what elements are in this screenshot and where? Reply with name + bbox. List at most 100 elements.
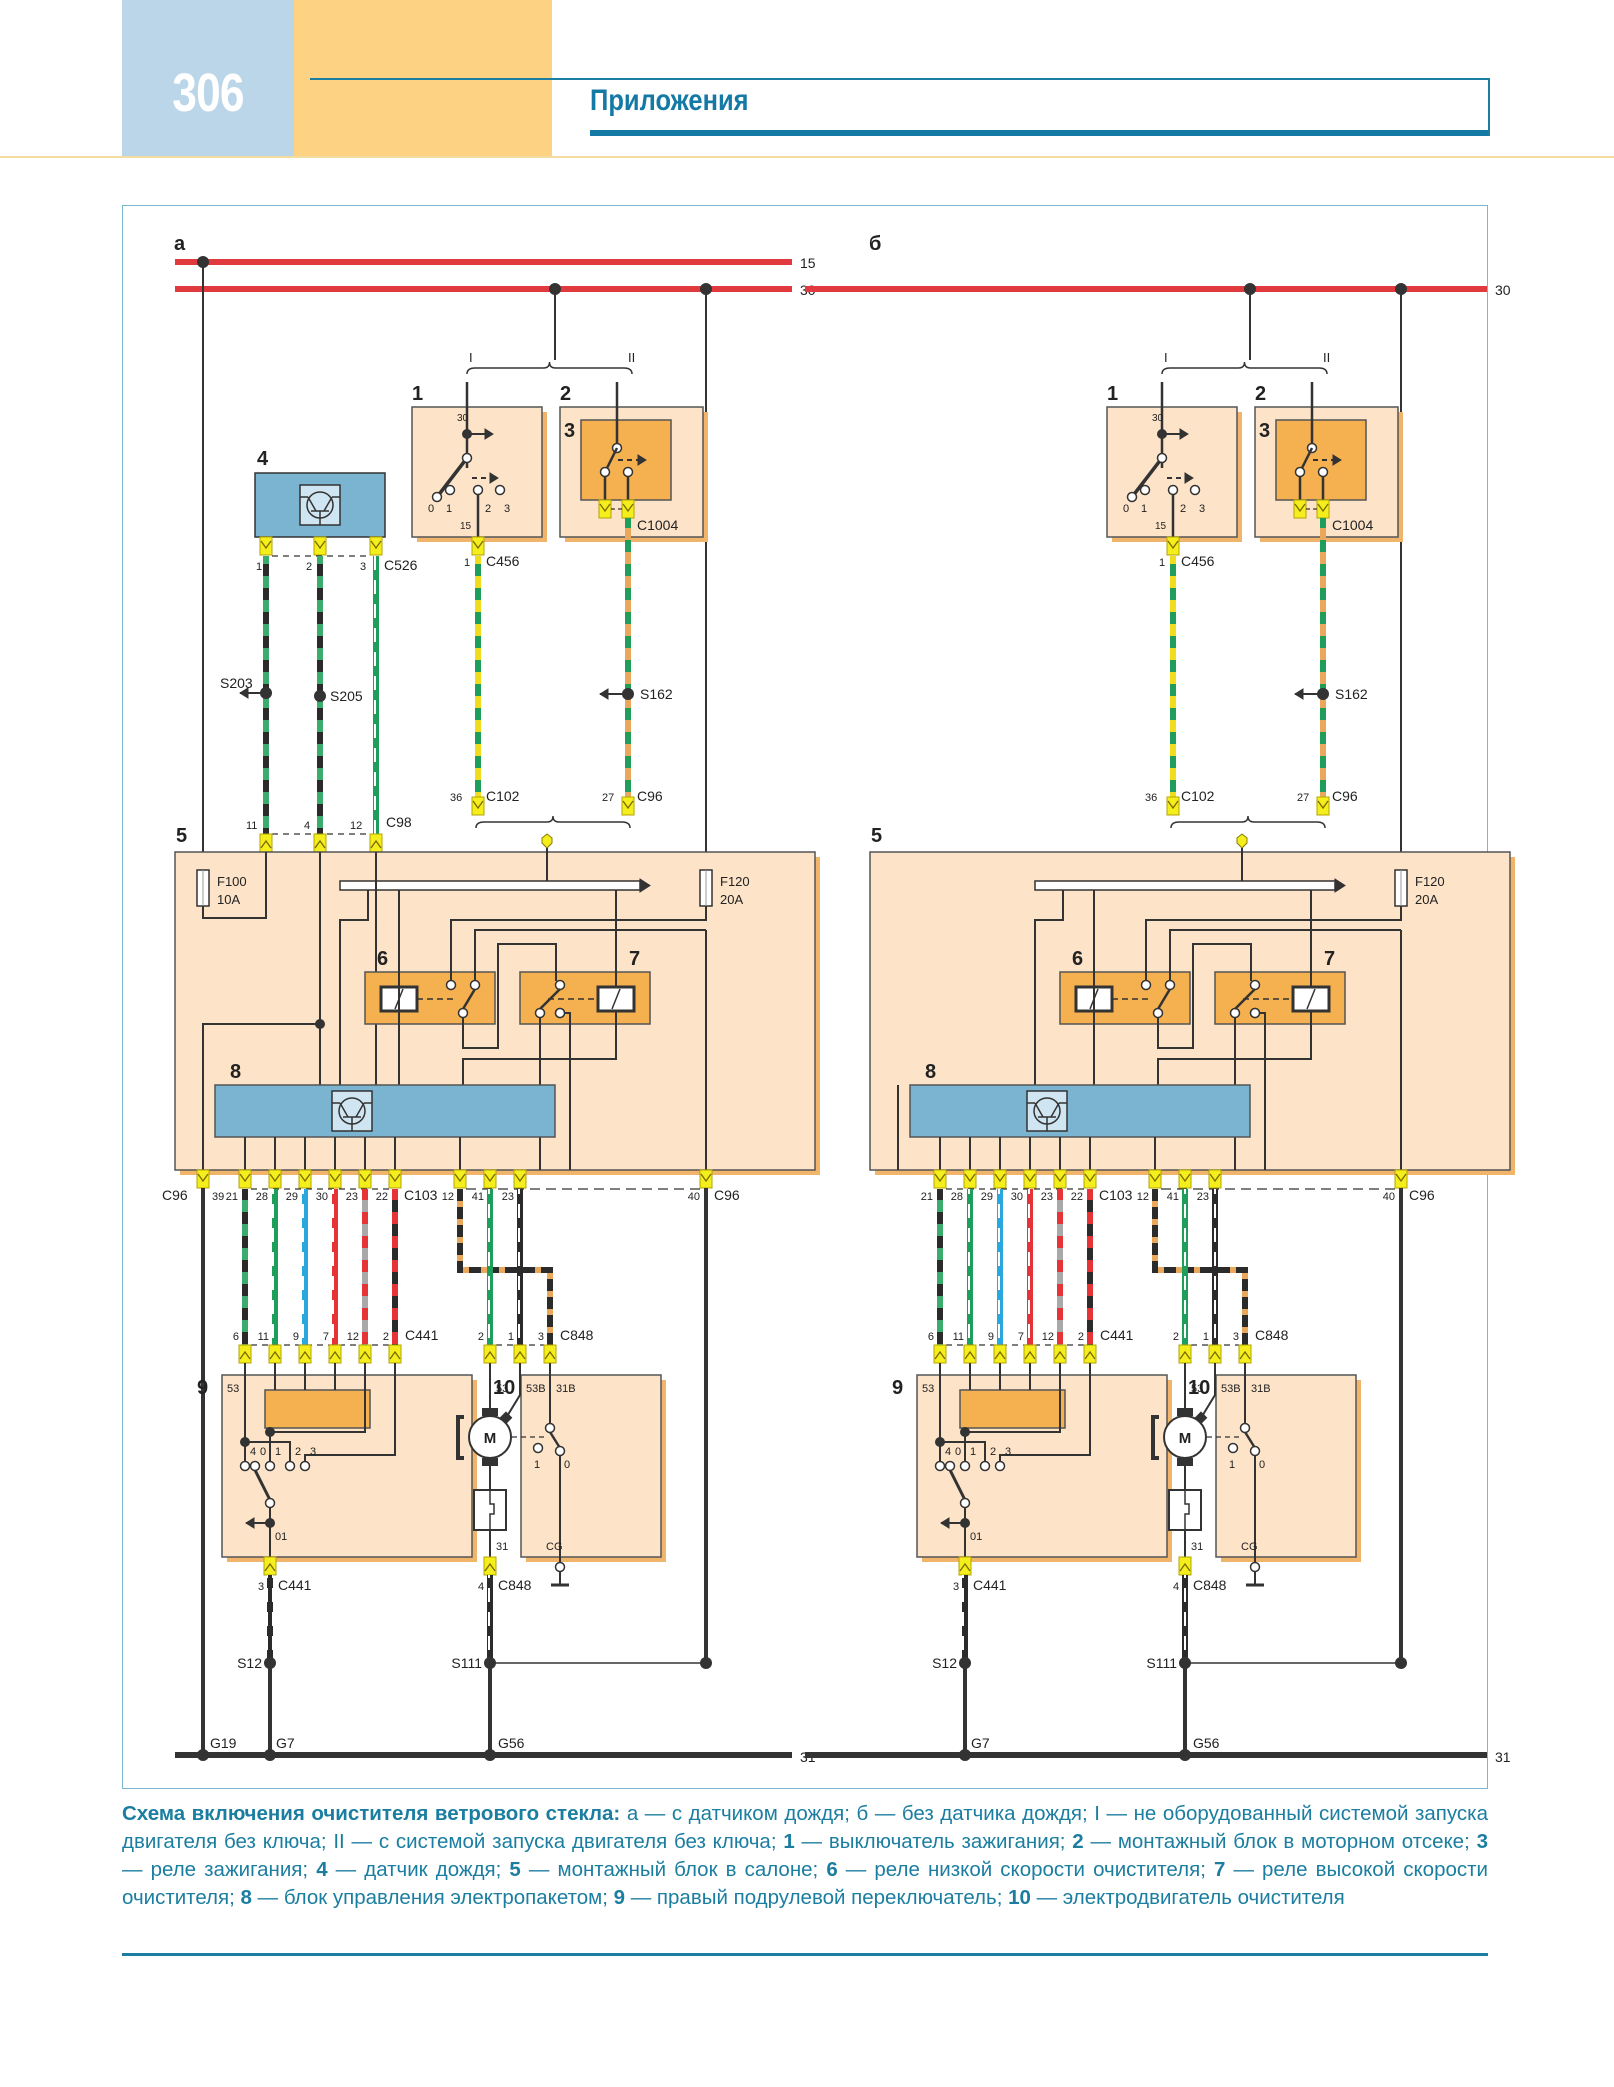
contact <box>1227 1442 1239 1454</box>
connector-c96-pin <box>513 1169 527 1189</box>
pin-label: 01 <box>275 1531 287 1543</box>
pin-label: 6 <box>928 1331 934 1343</box>
connector-label: C103 <box>1099 1187 1133 1203</box>
connector-body <box>1083 1169 1097 1189</box>
wire <box>1234 988 1256 1010</box>
pin-label: 39 <box>212 1191 224 1203</box>
wire <box>339 1102 349 1118</box>
pin-label: 28 <box>951 1191 963 1203</box>
contact <box>1156 452 1168 464</box>
connector-c441-pin <box>963 1344 977 1364</box>
pin-label: 12 <box>1137 1191 1149 1203</box>
header-divider <box>0 156 1614 158</box>
ground-label: G7 <box>276 1735 295 1751</box>
connector-label: C96 <box>637 788 663 804</box>
connector-chevron <box>329 1173 341 1183</box>
connector-body <box>1148 1169 1162 1189</box>
wire-green-orange <box>625 518 631 797</box>
internal-bus-bar <box>1034 880 1336 891</box>
connector-c1004-a <box>1293 499 1307 519</box>
pin-label: 12 <box>1042 1331 1054 1343</box>
contact <box>249 1460 261 1472</box>
contact <box>1239 1422 1251 1434</box>
contact <box>544 1422 556 1434</box>
header-rule-top <box>310 78 1490 80</box>
connector-c1004-a <box>598 499 612 519</box>
ground-label: G7 <box>971 1735 990 1751</box>
wire <box>450 906 707 981</box>
position-label: 0 <box>564 1459 570 1471</box>
connector-body <box>263 1556 277 1576</box>
connector-c96-pin <box>699 1169 713 1189</box>
pin-label: 22 <box>376 1191 388 1203</box>
connector-body <box>1166 536 1180 556</box>
contact <box>554 1445 566 1457</box>
connector-body <box>369 833 383 853</box>
pin-label: 27 <box>1297 792 1309 804</box>
pin-label: 15 <box>1155 521 1167 532</box>
position-label: 0 <box>428 503 434 515</box>
wire-green-white <box>373 556 379 838</box>
connector-body <box>471 796 485 816</box>
connector-c103-pin <box>238 1169 252 1189</box>
connector-c526-pin <box>369 536 383 556</box>
connector-chevron <box>197 1173 209 1183</box>
motor-field <box>1151 1415 1159 1460</box>
contact <box>622 466 634 478</box>
component-7-number: 7 <box>629 948 640 970</box>
component-2-number: 2 <box>1255 383 1266 405</box>
colored-wire <box>1057 1189 1063 1345</box>
pin-label: 53 <box>1191 1383 1203 1395</box>
wire <box>564 1012 571 1170</box>
variant-i-label: I <box>1164 350 1168 365</box>
position-label: 2 <box>1180 503 1186 515</box>
caption-key: 7 <box>1213 1858 1226 1881</box>
connector-chevron <box>934 1350 946 1360</box>
relay3-dashed-arrow-head <box>1332 454 1342 466</box>
contact <box>944 1460 956 1472</box>
connector-chevron <box>1167 540 1179 550</box>
connector-label: C848 <box>498 1577 532 1593</box>
pin-label: 30 <box>1011 1191 1023 1203</box>
ignition-relay-block <box>1275 419 1367 501</box>
connector-label: C96 <box>1409 1187 1435 1203</box>
colored-wire <box>1087 1189 1093 1345</box>
caption-text: — реле низкой скорости очистителя; <box>837 1858 1214 1881</box>
wire <box>461 988 477 1010</box>
connector-body <box>369 536 383 556</box>
position-label: 1 <box>970 1446 976 1458</box>
position-label: 1 <box>534 1459 540 1471</box>
pin-label: 23 <box>1197 1191 1209 1203</box>
connector-chevron <box>264 1562 276 1572</box>
connector-chevron <box>964 1173 976 1183</box>
pin-label: 2 <box>478 1331 484 1343</box>
pin-label: 3 <box>258 1581 264 1593</box>
connector-body <box>1023 1344 1037 1364</box>
connector-chevron <box>959 1562 971 1572</box>
pin-label: 3 <box>538 1331 544 1343</box>
fuse-label: F100 <box>217 874 247 889</box>
connector-body <box>1053 1344 1067 1364</box>
connector-c456 <box>471 536 485 556</box>
pin-label: 21 <box>921 1191 933 1203</box>
relay-7-coil <box>1291 985 1331 1013</box>
pin-label: 4 <box>478 1581 484 1593</box>
connector-c98-pin <box>369 833 383 853</box>
splice-label: S111 <box>451 1655 482 1671</box>
contact <box>284 1460 296 1472</box>
connector-label: C103 <box>404 1187 438 1203</box>
contact <box>994 1460 1006 1472</box>
connector-c96-left <box>196 1169 210 1189</box>
connector-c848-pin <box>483 1344 497 1364</box>
ground-g7 <box>959 1749 971 1761</box>
motor-brush <box>499 1411 513 1425</box>
internal-bus-bar <box>339 880 641 891</box>
wire <box>253 1469 272 1501</box>
connector-chevron <box>1317 503 1329 513</box>
position-label: 3 <box>504 503 510 515</box>
wire <box>948 1469 967 1501</box>
pin-label: 28 <box>256 1191 268 1203</box>
connector-chevron <box>359 1173 371 1183</box>
connector-body <box>1166 796 1180 816</box>
motor-brush <box>1177 1458 1193 1466</box>
